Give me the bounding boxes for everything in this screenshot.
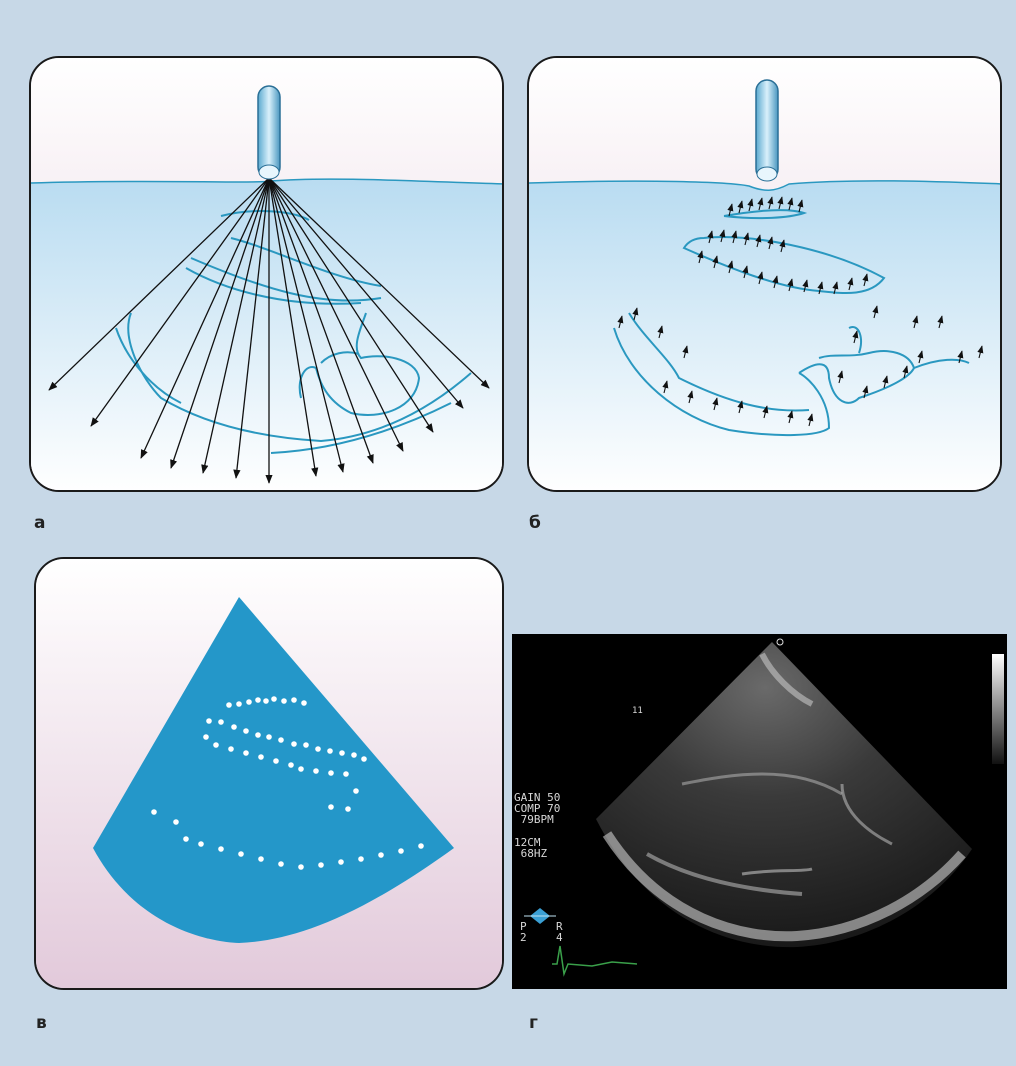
echo-dot [243,728,249,734]
panel-b-echoes [527,56,1002,492]
echo-dot [271,696,277,702]
echo-dot [345,806,351,812]
panel-a-label: а [34,513,45,533]
echo-dot [266,734,272,740]
echo-dot [303,742,309,748]
apex-marker-icon [777,639,783,645]
echo-dot [226,702,232,708]
echo-dot [238,851,244,857]
echo-dot [258,754,264,760]
panel-a-scan-lines [29,56,504,492]
echo-dot [213,742,219,748]
tissue-layer [31,179,504,492]
echo-sector [596,642,972,947]
echo-dot [327,748,333,754]
panel-v-drawing [36,559,504,990]
echo-dot [273,758,279,764]
echo-dot [291,697,297,703]
echo-dot [258,856,264,862]
orientation-left-num: 2 [520,932,527,943]
echo-dot [173,819,179,825]
echo-dot [315,746,321,752]
echo-dot [255,697,261,703]
echo-dot [353,788,359,794]
echo-dot [255,732,261,738]
panel-v-label: в [36,1013,47,1033]
echo-dot [281,698,287,704]
echo-dot [243,750,249,756]
echo-dot [278,861,284,867]
echo-dot [318,862,324,868]
panel-a-drawing [31,58,504,492]
echo-dot [228,746,234,752]
echo-dot [203,734,209,740]
echo-dot [378,852,384,858]
echo-dot [358,856,364,862]
echo-dot [246,699,252,705]
echo-dot [328,804,334,810]
echo-drawing [512,634,1007,989]
panel-b-label: б [529,513,541,533]
echo-dot [343,771,349,777]
echo-dot [298,864,304,870]
echo-dot [338,859,344,865]
echo-dot [291,741,297,747]
panel-b-drawing [529,58,1002,492]
echo-dot [361,756,367,762]
echo-dot [288,762,294,768]
orientation-right-num: 4 [556,932,563,943]
echo-dot [198,841,204,847]
freq-readout: 68HZ [514,848,547,859]
echo-dot [351,752,357,758]
echo-dot [218,846,224,852]
echo-dot [278,737,284,743]
bpm-readout: 79BPM [514,814,554,825]
tissue-layer [529,181,1002,492]
panel-v-sector [34,557,504,990]
echo-dot [298,766,304,772]
echo-dot [218,719,224,725]
grayscale-bar [992,654,1004,764]
marker-readout: 11 [632,706,643,717]
echo-dot [418,843,424,849]
echo-dot [263,698,269,704]
orientation-icon [524,908,556,924]
echo-dot [206,718,212,724]
probe-icon [258,86,280,179]
echo-dot [398,848,404,854]
echo-dot [151,809,157,815]
echo-dot [183,836,189,842]
echo-dot [231,724,237,730]
echo-dot [313,768,319,774]
echo-dot [328,770,334,776]
echo-dot [301,700,307,706]
echocardiogram-image: GAIN 50 COMP 70 79BPM 12CM 68HZ 11 P R 2… [512,634,1007,989]
ecg-trace [552,946,637,974]
probe-icon [756,80,778,181]
panel-g-label: г [529,1013,538,1033]
echo-dot [236,701,242,707]
echo-dot [339,750,345,756]
